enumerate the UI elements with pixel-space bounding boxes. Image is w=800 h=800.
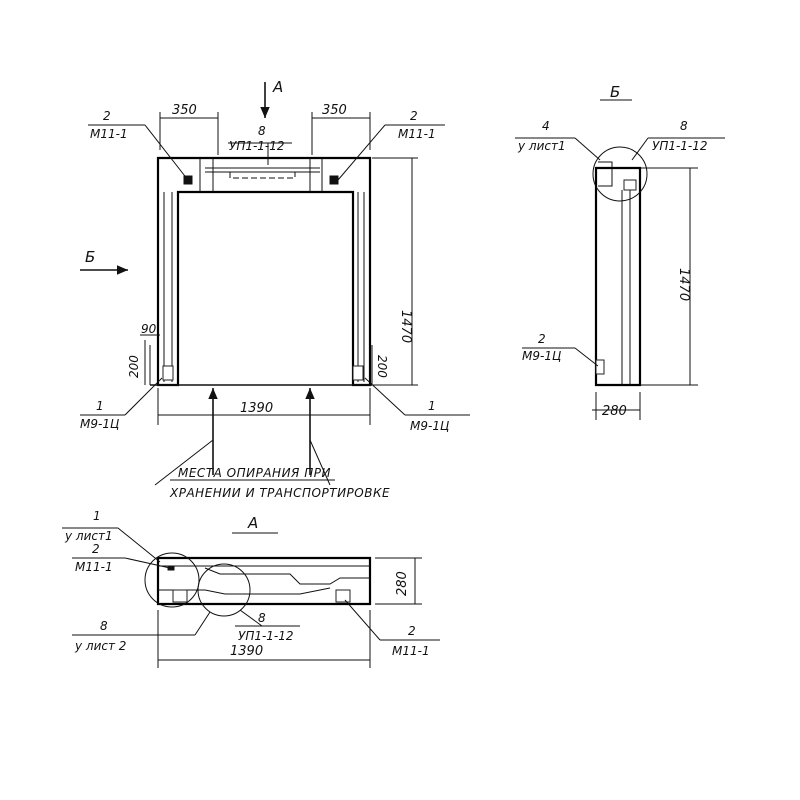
front-frame-outline: [156, 156, 372, 387]
side-callout-top-right-num: 8: [680, 119, 688, 133]
top-callout-3-ref: у лист 2: [74, 639, 126, 653]
top-callout-2-ref: М11-1: [75, 560, 113, 574]
callout-top-right-num: 2: [410, 109, 418, 123]
support-note-line-2: ХРАНЕНИИ И ТРАНСПОРТИРОВКЕ: [169, 486, 390, 500]
front-dim-1470: 1470: [398, 310, 413, 343]
callout-bottom-right-num: 1: [428, 399, 436, 413]
side-dim-1470: 1470: [676, 268, 691, 301]
callout-top-center-ref: УП1-1-12: [229, 139, 285, 153]
side-view-title: Б: [610, 83, 620, 101]
dim-350-left: 350: [172, 103, 197, 118]
top-frame-outline: [156, 556, 372, 606]
dim-200-right: 200: [375, 355, 389, 378]
top-callout-3-num: 8: [100, 619, 108, 633]
top-callout-4-num: 8: [258, 611, 266, 625]
top-dim-1390: 1390: [230, 644, 263, 659]
top-callout-2-num: 2: [92, 542, 100, 556]
callout-top-right-ref: М11-1: [398, 127, 436, 141]
top-callout-4-ref: УП1-1-12: [238, 629, 294, 643]
top-view-title: А: [247, 514, 258, 532]
support-note-line-1: МЕСТА ОПИРАНИЯ ПРИ: [178, 466, 331, 480]
callout-bottom-left-ref: М9-1Ц: [80, 417, 119, 431]
top-callout-5-num: 2: [408, 624, 416, 638]
callout-top-left-num: 2: [103, 109, 111, 123]
top-callout-1-num: 1: [93, 509, 101, 523]
side-callout-top-left-ref: у лист1: [517, 139, 566, 153]
top-callout-5-ref: М11-1: [392, 644, 430, 658]
side-view: Б 4 у лист1 8 УП1-1-12 1470 2 М9-1Ц 2: [515, 83, 725, 420]
top-dim-280: 280: [395, 571, 410, 596]
callout-bottom-left-num: 1: [96, 399, 104, 413]
top-view: А 280 1390 1 у лист1 2 М11-1: [62, 509, 440, 668]
front-dim-1390: 1390: [240, 401, 273, 416]
dim-200-left: 200: [127, 355, 141, 378]
callout-top-center-num: 8: [258, 124, 266, 138]
section-mark-b-label: Б: [85, 248, 95, 266]
section-mark-a-label: А: [272, 78, 283, 96]
front-view: А Б 350 350 2 М11-1 2 М11-1 8 УП1-1-12: [80, 78, 470, 500]
side-callout-bottom-ref: М9-1Ц: [522, 349, 561, 363]
side-callout-bottom-num: 2: [538, 332, 546, 346]
dim-90-left: 90: [141, 322, 157, 336]
callout-top-left-ref: М11-1: [90, 127, 128, 141]
side-dim-280: 280: [602, 404, 627, 419]
dim-350-right: 350: [322, 103, 347, 118]
callout-bottom-right-ref: М9-1Ц: [410, 419, 449, 433]
side-callout-top-left-num: 4: [542, 119, 550, 133]
side-callout-top-right-ref: УП1-1-12: [652, 139, 708, 153]
top-callout-1-ref: у лист1: [64, 529, 113, 543]
